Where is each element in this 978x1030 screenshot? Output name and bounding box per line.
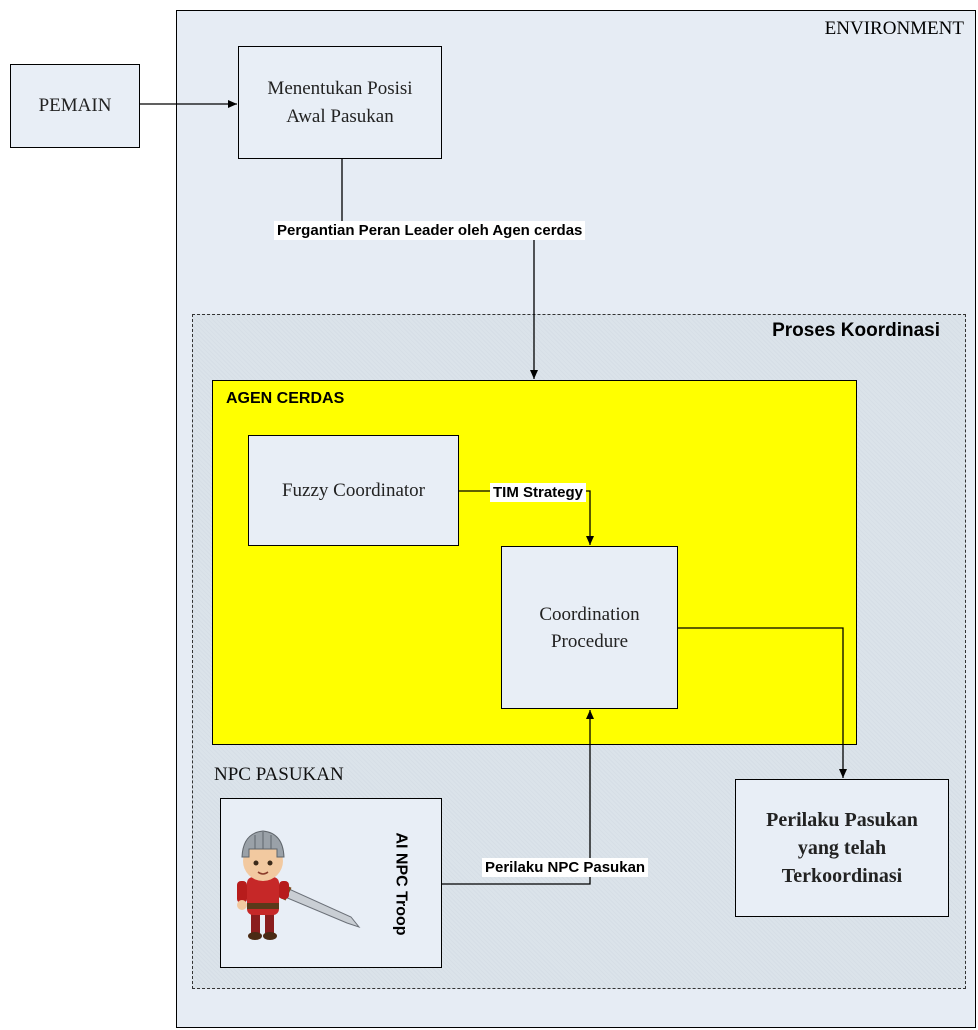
coordinated-behavior-line3: Terkoordinasi (781, 865, 903, 887)
knight-character-image (237, 830, 361, 940)
coordination-process-label: Proses Koordinasi (772, 320, 940, 341)
initial-position-line2: Awal Pasukan (286, 105, 394, 127)
leader-change-label: Pergantian Peran Leader oleh Agen cerdas (274, 221, 586, 240)
intelligent-agent-label: AGEN CERDAS (226, 390, 345, 407)
player-label: PEMAIN (38, 95, 112, 116)
position-to-agent-arrow (341, 159, 538, 379)
npc-troop-box (220, 798, 442, 968)
coordinated-behavior-box: Perilaku Pasukan yang telah Terkoordinas… (735, 779, 949, 917)
initial-position-line1: Menentukan Posisi (267, 77, 413, 99)
initial-position-box: Menentukan Posisi Awal Pasukan (238, 46, 442, 159)
environment-label: ENVIRONMENT (824, 18, 964, 39)
fuzzy-coordinator-label: Fuzzy Coordinator (281, 479, 425, 501)
coordination-procedure-box: Coordination Procedure (501, 546, 678, 709)
procedure-to-result-arrow (678, 627, 847, 778)
npc-behavior-label: Perilaku NPC Pasukan (482, 858, 649, 877)
fuzzy-coordinator-box: Fuzzy Coordinator (248, 435, 459, 546)
coordination-procedure-line2: Procedure (550, 630, 629, 652)
coordinated-behavior-line1: Perilaku Pasukan (766, 809, 918, 831)
tim-strategy-label: TIM Strategy (490, 483, 587, 502)
coordination-procedure-line1: Coordination (539, 603, 640, 625)
npc-group-label: NPC PASUKAN (214, 764, 344, 785)
player-box: PEMAIN (10, 64, 140, 148)
coordinated-behavior-line2: yang telah (797, 837, 887, 859)
troop-to-procedure-arrow (442, 710, 594, 885)
